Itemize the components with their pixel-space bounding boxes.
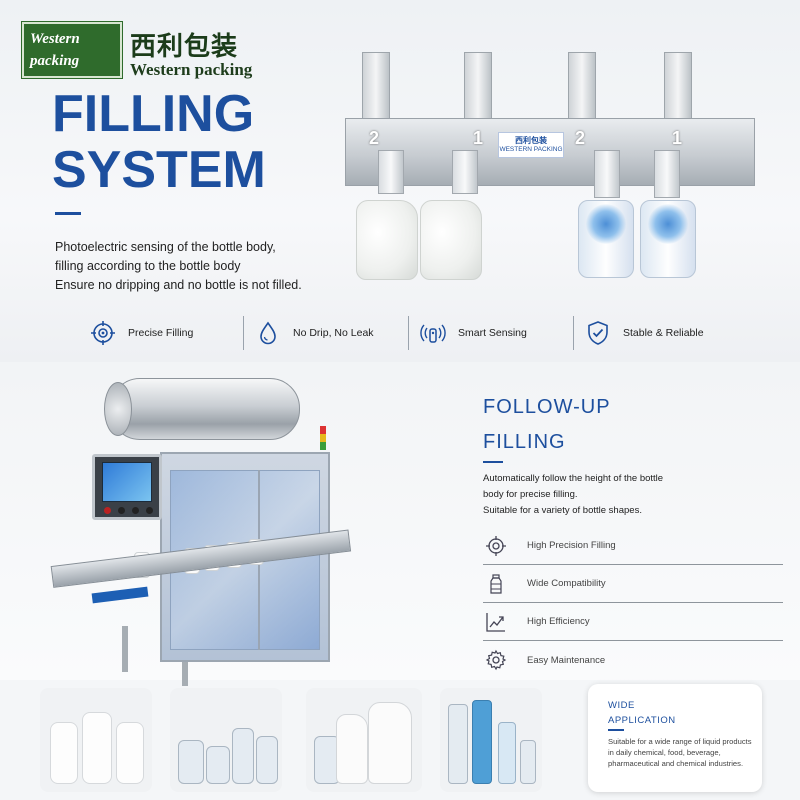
- feature-label: Precise Filling: [128, 327, 194, 339]
- list-item: High Precision Filling: [483, 527, 783, 565]
- pump-bottle: [82, 712, 112, 784]
- storage-tank: [110, 378, 300, 440]
- followup-title: FOLLOW-UP FILLING: [483, 390, 611, 460]
- gear-icon: [485, 649, 507, 671]
- shield-check-icon: [588, 321, 608, 345]
- tank-end-cap: [104, 382, 132, 436]
- nozzle-number: 1: [672, 128, 683, 148]
- jug-bottle: [356, 200, 418, 280]
- pump-bottle: [116, 722, 144, 784]
- hero-title-line-2: SYSTEM: [52, 141, 266, 199]
- product-card-glass-jars: [170, 688, 282, 792]
- feature-label: No Drip, No Leak: [293, 327, 374, 339]
- rail-nameplate: 西利包装 WESTERN PACKING: [498, 132, 564, 158]
- nameplate-en: WESTERN PACKING: [499, 146, 563, 153]
- feature-stable-reliable: Stable & Reliable: [573, 312, 738, 354]
- jug-bottle: [420, 200, 482, 280]
- list-item-label: High Efficiency: [527, 616, 590, 627]
- feature-label: Stable & Reliable: [623, 327, 704, 339]
- jug-bottle: [368, 702, 412, 784]
- nozzle: [654, 150, 680, 198]
- control-button: [132, 507, 139, 514]
- signal-light: [320, 426, 326, 450]
- feature-precise-filling: Precise Filling: [78, 312, 243, 354]
- list-item-label: Easy Maintenance: [527, 654, 606, 666]
- nozzle: [594, 150, 620, 198]
- followup-feature-list: High Precision Filling Wide Compatibilit…: [483, 527, 783, 679]
- machine-leg: [122, 626, 128, 672]
- target-icon: [91, 321, 115, 345]
- chart-up-icon: [486, 612, 505, 632]
- followup-desc-line: Automatically follow the height of the b…: [483, 473, 664, 484]
- followup-divider: [483, 461, 503, 463]
- list-item: Easy Maintenance: [483, 641, 783, 679]
- jug-bottle: [336, 714, 368, 784]
- nozzle: [378, 150, 404, 194]
- application-title-line-1: WIDE: [608, 700, 635, 711]
- list-item: High Efficiency: [483, 603, 783, 641]
- cosmetic-bottle: [520, 740, 536, 784]
- glass-jar: [178, 740, 204, 784]
- application-description: Suitable for a wide range of liquid prod…: [608, 737, 752, 768]
- cosmetic-bottle: [472, 700, 492, 784]
- followup-desc-line: Suitable for a variety of bottle shapes.: [483, 505, 642, 516]
- nozzle: [452, 150, 478, 194]
- cosmetic-bottle: [448, 704, 468, 784]
- list-item-label: High Precision Filling: [527, 540, 616, 551]
- followup-title-line-2: FILLING: [483, 431, 566, 453]
- glass-jar: [232, 728, 254, 784]
- sensor-icon: [420, 324, 446, 343]
- feature-label: Smart Sensing: [458, 327, 527, 339]
- logo-line-2: packing: [30, 53, 80, 69]
- target-icon: [486, 535, 506, 556]
- nozzle-number: 1: [473, 128, 484, 148]
- feature-smart-sensing: Smart Sensing: [408, 312, 573, 354]
- nozzle-number: 2: [369, 128, 380, 148]
- product-card-pump-bottles: [40, 688, 152, 792]
- hero-divider: [55, 212, 81, 215]
- product-card-jugs: [306, 688, 422, 792]
- brand-logo: Western packing: [21, 21, 123, 79]
- nozzle-number: 2: [575, 128, 586, 148]
- control-button: [118, 507, 125, 514]
- product-card-cosmetic-bottles: [440, 688, 542, 792]
- droplet-icon: [260, 321, 276, 345]
- brand-name-cn: 西利包装: [130, 32, 239, 62]
- glass-jar: [256, 736, 278, 784]
- hero-desc-line: filling according to the bottle body: [55, 259, 241, 273]
- application-divider: [608, 729, 624, 731]
- feature-no-drip: No Drip, No Leak: [243, 312, 408, 354]
- hero-title: FILLING SYSTEM: [52, 86, 266, 198]
- feature-row: Precise Filling No Drip, No Leak Smart S…: [78, 312, 738, 354]
- glass-jar: [206, 746, 230, 784]
- application-title-line-2: APPLICATION: [608, 715, 676, 726]
- application-card: WIDE APPLICATION Suitable for a wide ran…: [588, 684, 762, 792]
- touch-screen: [102, 462, 152, 502]
- liquid-splash: [648, 204, 688, 244]
- hero-desc-line: Ensure no dripping and no bottle is not …: [55, 278, 302, 292]
- pump-bottle: [50, 722, 78, 784]
- liquid-splash: [586, 204, 626, 244]
- hero-description: Photoelectric sensing of the bottle body…: [55, 238, 302, 295]
- logo-line-1: Western: [30, 31, 80, 47]
- bottle-icon: [490, 573, 502, 594]
- followup-description: Automatically follow the height of the b…: [483, 471, 663, 519]
- followup-desc-line: body for precise filling.: [483, 489, 578, 500]
- emergency-button: [104, 507, 111, 514]
- hero-title-line-1: FILLING: [52, 85, 255, 143]
- list-item: Wide Compatibility: [483, 565, 783, 603]
- hero-desc-line: Photoelectric sensing of the bottle body…: [55, 240, 276, 254]
- nameplate-cn: 西利包装: [515, 136, 547, 145]
- control-button: [146, 507, 153, 514]
- cosmetic-bottle: [498, 722, 516, 784]
- glass-bottle: [314, 736, 340, 784]
- followup-title-line-1: FOLLOW-UP: [483, 396, 611, 418]
- list-item-label: Wide Compatibility: [527, 578, 606, 589]
- application-title: WIDE APPLICATION: [608, 698, 676, 728]
- machine-leg: [182, 640, 188, 686]
- brand-name-en: Western packing: [130, 60, 253, 79]
